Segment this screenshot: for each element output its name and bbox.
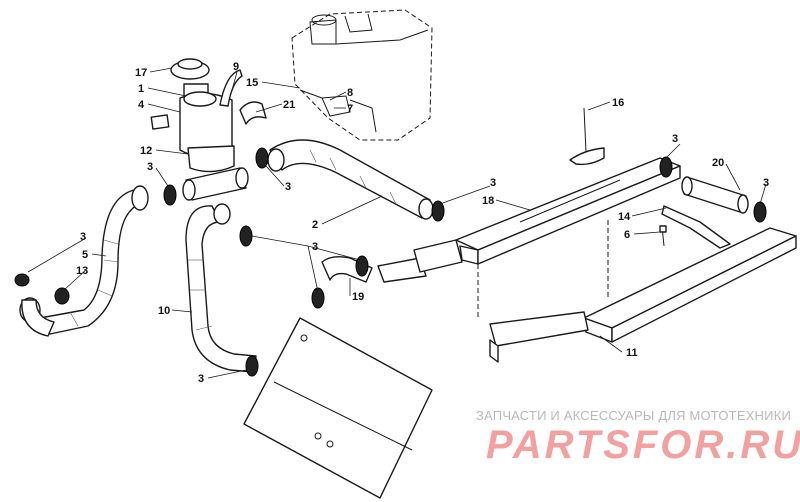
callout-15: 15 xyxy=(246,77,258,89)
hose-19 xyxy=(321,239,463,283)
callout-3-right-top: 3 xyxy=(672,133,678,145)
surge-tank xyxy=(150,58,235,173)
callout-labels: 17 1 4 9 15 8 7 21 12 3 3 2 16 3 18 3 20… xyxy=(76,61,769,385)
heat-exchanger-18 xyxy=(455,107,681,265)
callout-20: 20 xyxy=(712,157,724,169)
callout-7: 7 xyxy=(347,103,353,115)
callout-3-center: 3 xyxy=(312,241,318,253)
watermark-logo: PARTSFOR.RU xyxy=(486,423,800,467)
callout-10: 10 xyxy=(158,305,170,317)
hose-2 xyxy=(267,139,434,220)
callout-11: 11 xyxy=(626,347,638,359)
callout-2: 2 xyxy=(312,219,318,231)
leader-lines xyxy=(27,67,767,379)
callout-3-tee: 3 xyxy=(147,161,153,173)
callout-5: 5 xyxy=(82,249,88,261)
callout-12: 12 xyxy=(140,145,152,157)
hose-5 xyxy=(19,185,149,337)
callout-3-bottom: 3 xyxy=(198,373,204,385)
callout-3-left: 3 xyxy=(80,231,86,243)
hose-10 xyxy=(185,203,257,373)
callout-21: 21 xyxy=(283,99,295,111)
heat-exchanger-11 xyxy=(477,220,797,363)
watermark-subtitle: ЗАПЧАСТИ И АКСЕССУАРЫ ДЛЯ МОТОТЕХНИКИ xyxy=(476,408,791,423)
reservoir-tank xyxy=(291,9,433,141)
callout-6: 6 xyxy=(624,229,630,241)
bleed-hose xyxy=(219,69,351,125)
callout-13: 13 xyxy=(76,265,88,277)
callout-17: 17 xyxy=(135,67,147,79)
hose-20 xyxy=(681,176,749,214)
callout-19: 19 xyxy=(352,291,364,303)
callout-3-mid: 3 xyxy=(490,177,496,189)
callout-1: 1 xyxy=(138,83,144,95)
callout-3-upper: 3 xyxy=(285,181,291,193)
callout-8: 8 xyxy=(347,87,353,99)
callout-14: 14 xyxy=(618,211,631,223)
callout-4: 4 xyxy=(138,99,145,111)
callout-16: 16 xyxy=(612,97,624,109)
callout-18: 18 xyxy=(482,195,494,207)
callout-9: 9 xyxy=(233,61,239,73)
callout-3-right: 3 xyxy=(763,177,769,189)
watermark: ЗАПЧАСТИ И АКСЕССУАРЫ ДЛЯ МОТОТЕХНИКИ PA… xyxy=(476,408,800,467)
clip-14 xyxy=(659,205,731,249)
heat-shield-plate xyxy=(243,317,433,499)
hose-clamps xyxy=(14,147,767,377)
tee-fitting xyxy=(182,167,249,201)
